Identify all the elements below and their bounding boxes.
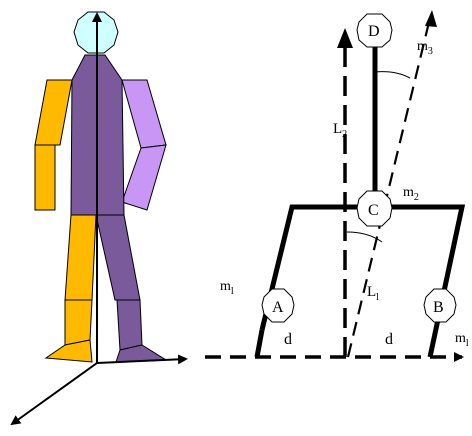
right-shank bbox=[116, 299, 143, 351]
lower-angle-arc bbox=[346, 231, 383, 243]
hip-bar bbox=[259, 204, 466, 358]
mass-right-leg-label: ml bbox=[455, 331, 469, 349]
axis-horizontal-arrow bbox=[96, 354, 188, 365]
node-b-label: B bbox=[433, 299, 444, 316]
node-a-label: A bbox=[272, 299, 284, 316]
left-upper-arm bbox=[34, 79, 73, 146]
left-foot bbox=[44, 339, 93, 363]
human-figure bbox=[34, 11, 168, 363]
mass-top-label: m3 bbox=[417, 39, 433, 57]
distance-right-label: d bbox=[385, 331, 393, 348]
distance-left-label: d bbox=[284, 331, 292, 348]
mass-hip-label: m2 bbox=[403, 185, 419, 203]
coordinate-axes bbox=[10, 12, 188, 426]
vertical-arrow-head bbox=[337, 28, 353, 48]
mass-left-leg-label: ml bbox=[220, 279, 234, 297]
node-a: A bbox=[261, 288, 295, 323]
left-thigh bbox=[64, 214, 97, 301]
right-thigh bbox=[95, 214, 141, 301]
node-c: C bbox=[356, 190, 393, 227]
node-d-label: D bbox=[368, 23, 380, 40]
length-upper-label: L2 bbox=[333, 121, 347, 140]
axis-depth-arrow bbox=[10, 362, 98, 426]
upper-angle-arc bbox=[374, 71, 411, 79]
left-leg-to-ground bbox=[254, 329, 265, 358]
slanted-arrow-head bbox=[425, 10, 437, 27]
length-lower-label: Ll bbox=[367, 284, 379, 303]
node-c-label: C bbox=[368, 202, 379, 219]
left-forearm bbox=[34, 144, 56, 211]
mechanical-model: A B C D L2 Ll m3 m2 ml ml d d bbox=[205, 10, 469, 362]
right-forearm bbox=[121, 144, 167, 211]
right-upper-arm bbox=[121, 79, 167, 149]
left-shank bbox=[64, 299, 93, 346]
node-b: B bbox=[423, 288, 457, 323]
node-d: D bbox=[356, 13, 393, 48]
slanted-reference-line bbox=[346, 17, 432, 358]
